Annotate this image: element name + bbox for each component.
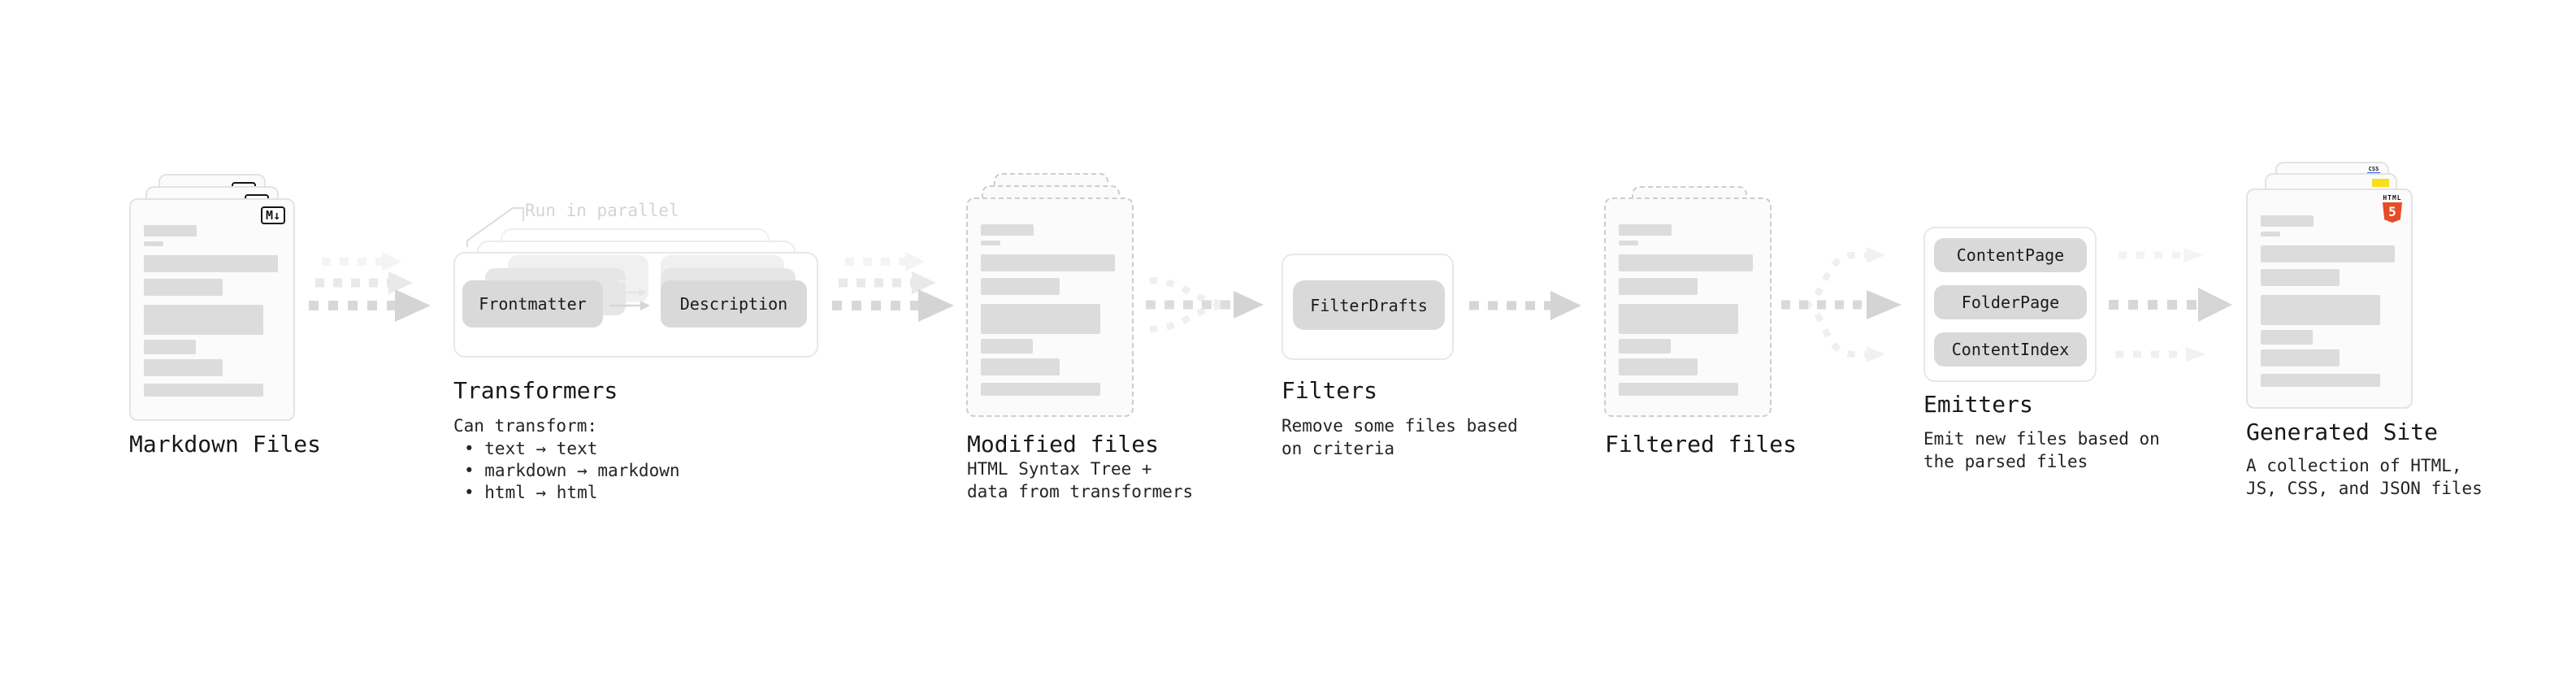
placeholder-line (1619, 278, 1698, 295)
transformers-bullet: • markdown → markdown (464, 461, 680, 480)
placeholder-line (2261, 269, 2340, 286)
emitters-subtitle: the parsed files (1923, 452, 2088, 471)
placeholder-line (144, 241, 163, 246)
file-card: HTML 5 (2246, 189, 2413, 409)
file-card-dashed (966, 197, 1134, 417)
placeholder-line (981, 383, 1100, 396)
transformers-bullet: • text → text (464, 439, 598, 458)
frontmatter-pill: Frontmatter (462, 280, 603, 327)
placeholder-line (2261, 295, 2380, 325)
split-arrow-filtered-to-emitters (1781, 247, 1902, 362)
file-card: M↓ (129, 198, 295, 421)
description-pill: Description (661, 280, 807, 327)
leader-line (466, 207, 524, 247)
placeholder-line (1619, 224, 1672, 236)
placeholder-line (981, 278, 1060, 295)
placeholder-line (2261, 330, 2313, 345)
contentindex-pill: ContentIndex (1934, 332, 2087, 367)
transformers-bullet: • html → html (464, 483, 598, 502)
markdown-files-label: Markdown Files (129, 431, 322, 458)
run-in-parallel-annotation: Run in parallel (525, 201, 679, 220)
filters-label: Filters (1281, 377, 1378, 404)
contentpage-pill: ContentPage (1934, 238, 2087, 272)
placeholder-line (144, 340, 196, 354)
merge-arrow-modified-to-filters (1146, 277, 1264, 332)
javascript-icon (2372, 179, 2389, 187)
markdown-icon: M↓ (260, 206, 285, 224)
generated-site-subtitle: JS, CSS, and JSON files (2246, 479, 2483, 498)
placeholder-line (144, 359, 223, 376)
flow-arrow-transformers-to-modified (832, 252, 954, 322)
placeholder-line (1619, 358, 1698, 375)
placeholder-line (144, 225, 197, 236)
transformers-note-title: Can transform: (453, 416, 598, 436)
generated-site-subtitle: A collection of HTML, (2246, 456, 2462, 475)
modified-files-label: Modified files (967, 431, 1160, 458)
placeholder-line (144, 279, 223, 296)
filtered-files-label: Filtered files (1605, 431, 1798, 458)
placeholder-line (1619, 304, 1738, 334)
placeholder-line (981, 339, 1033, 354)
placeholder-line (1619, 339, 1671, 354)
placeholder-line (981, 224, 1034, 236)
placeholder-line (2261, 215, 2314, 227)
placeholder-line (2261, 232, 2280, 236)
modified-files-subtitle: data from transformers (967, 482, 1194, 501)
pill-flow-arrows (609, 277, 650, 310)
flow-arrows-emitters-to-site (2109, 248, 2232, 362)
html5-icon: HTML 5 (2382, 194, 2403, 223)
flow-arrow-markdown-to-transformers (309, 252, 431, 322)
modified-files-subtitle: HTML Syntax Tree + (967, 459, 1152, 479)
transformers-label: Transformers (453, 377, 618, 404)
placeholder-line (1619, 241, 1638, 245)
placeholder-line (981, 254, 1115, 271)
filterdrafts-pill: FilterDrafts (1293, 280, 1445, 330)
placeholder-line (1619, 254, 1753, 271)
placeholder-line (981, 358, 1060, 375)
placeholder-line (981, 304, 1100, 334)
filters-subtitle: on criteria (1281, 439, 1395, 458)
placeholder-line (144, 305, 263, 335)
filters-subtitle: Remove some files based (1281, 416, 1518, 436)
placeholder-line (2261, 245, 2395, 262)
placeholder-line (981, 241, 1000, 245)
placeholder-line (2261, 349, 2340, 367)
flow-arrow-filters-to-filtered (1469, 291, 1581, 320)
emitters-subtitle: Emit new files based on (1923, 429, 2160, 449)
folderpage-pill: FolderPage (1934, 285, 2087, 319)
emitters-label: Emitters (1923, 391, 2033, 418)
placeholder-line (144, 255, 278, 272)
file-card-dashed (1604, 197, 1772, 417)
placeholder-line (2261, 374, 2380, 387)
placeholder-line (144, 384, 263, 397)
placeholder-line (1619, 383, 1738, 396)
generated-site-label: Generated Site (2246, 419, 2439, 445)
